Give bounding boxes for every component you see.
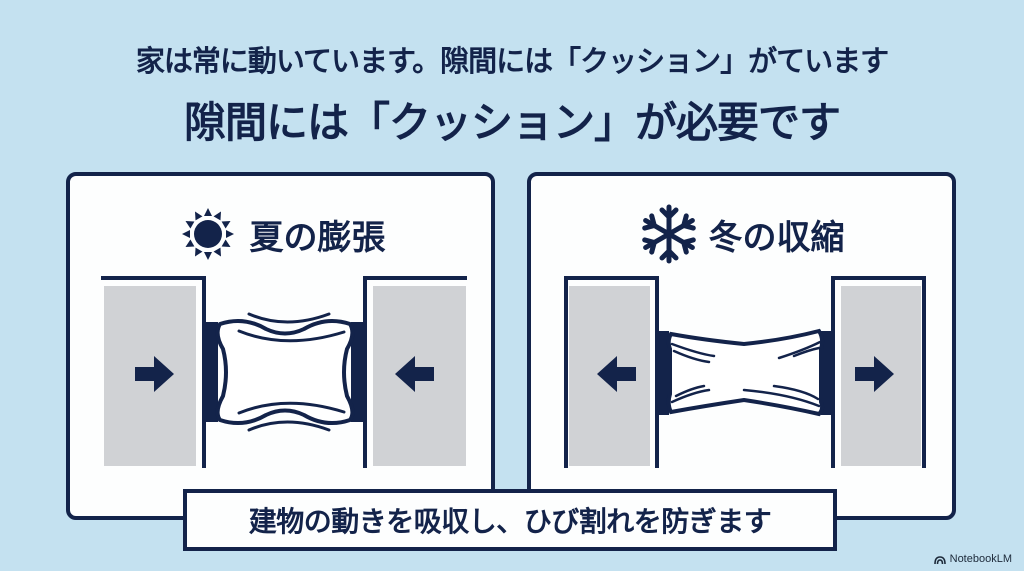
summer-panel-title: 夏の膨張 — [249, 217, 386, 258]
headline-line-2: 隙間には「クッション」が必要です — [183, 98, 841, 147]
watermark-text: NotebookLM — [949, 553, 1012, 565]
summer-panel-header: 夏の膨張 — [70, 202, 491, 266]
headline-line-1: 家は常に動いています。隙間には「クッション」がています — [135, 44, 889, 78]
summer-expansion-panel: 夏の膨張 — [66, 172, 495, 520]
arrow-right-icon — [855, 356, 894, 392]
winter-panel-title: 冬の収縮 — [708, 217, 845, 258]
arrow-left-icon — [597, 356, 636, 392]
summary-banner-text: 建物の動きを吸収し、ひび割れを防ぎます — [248, 505, 772, 538]
summer-expansion-diagram — [101, 276, 467, 468]
winter-panel-header: 冬の収縮 — [531, 202, 952, 266]
notebooklm-watermark: NotebookLM — [933, 553, 1012, 565]
winter-contraction-diagram — [564, 276, 926, 468]
notebooklm-logo-icon — [933, 555, 946, 564]
snowflake-icon — [641, 204, 696, 264]
arrow-left-icon — [395, 356, 434, 392]
arrow-right-icon — [135, 356, 174, 392]
summary-banner: 建物の動きを吸収し、ひび割れを防ぎます — [183, 489, 837, 551]
winter-contraction-panel: 冬の収縮 — [527, 172, 956, 520]
sun-icon — [181, 208, 234, 260]
